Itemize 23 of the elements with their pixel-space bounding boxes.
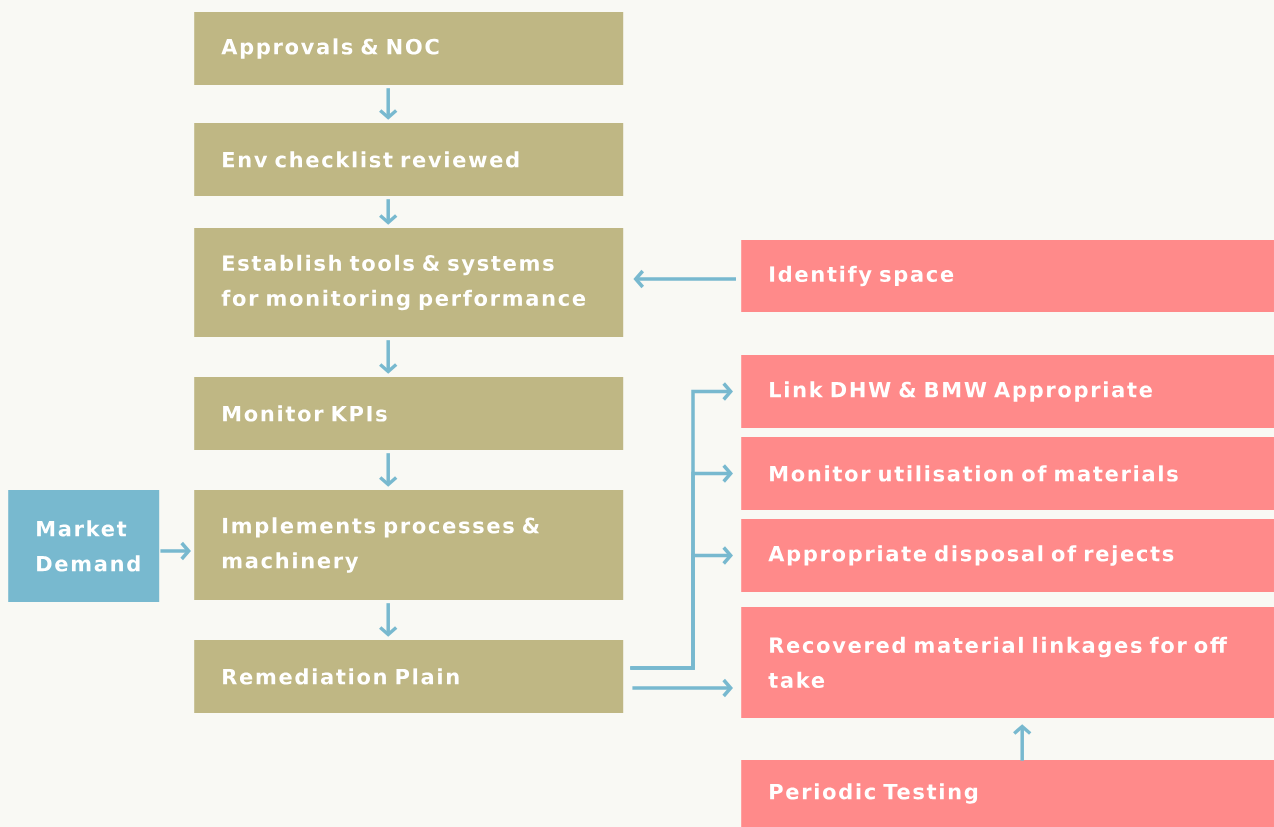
arrow [633,269,736,289]
arrow [1013,724,1032,761]
action-box: Recovered material linkages for off take [741,607,1274,718]
action-box: Identify space [741,240,1274,312]
arrow [630,546,733,670]
arrow [379,88,398,120]
arrow [379,340,398,374]
process-box: Implements processes & machinery [194,490,624,600]
process-box: Remediation Plain [194,640,624,713]
action-box: Appropriate disposal of rejects [741,519,1274,592]
arrow [379,199,398,225]
arrow [379,603,398,637]
arrow [632,678,733,698]
arrow [160,541,191,561]
input-box: Market Demand [8,490,160,602]
action-box: Periodic Testing [741,760,1274,827]
process-box: Establish tools & systems for monitoring performance [194,228,624,337]
action-box: Monitor utilisation of materials [741,437,1274,510]
process-box: Monitor KPIs [194,377,624,450]
arrow [379,453,398,487]
process-box: Env checklist reviewed [194,123,624,196]
action-box: Link DHW & BMW Appropriate [741,355,1274,428]
process-box: Approvals & NOC [194,12,624,85]
